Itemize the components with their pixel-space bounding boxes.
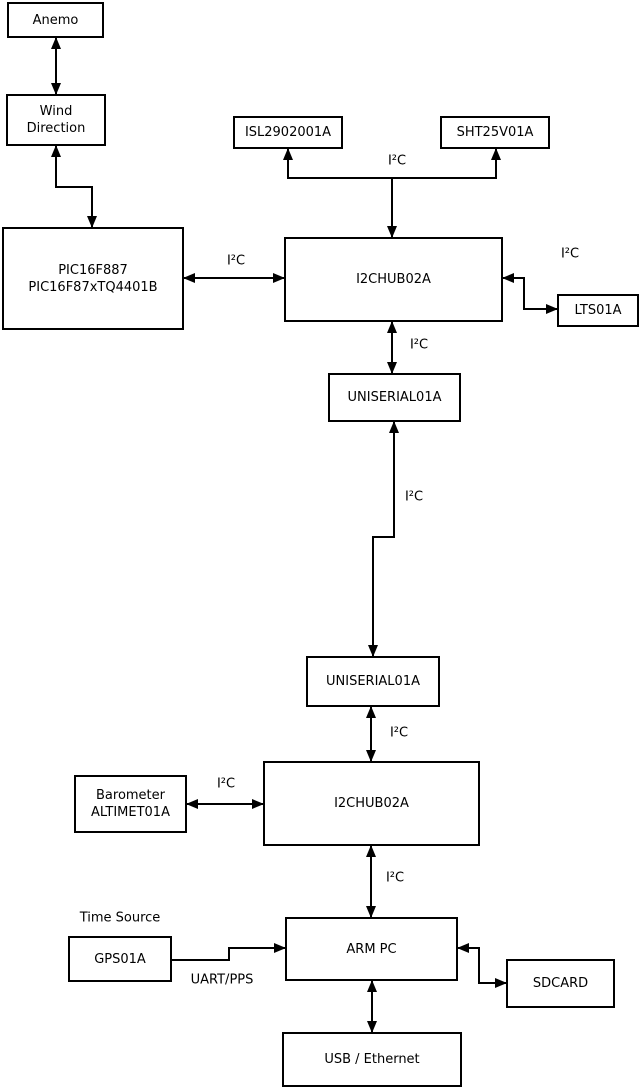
node-uniserial-lower: UNISERIAL01A — [306, 656, 440, 707]
node-label-line1: Wind — [39, 104, 73, 119]
node-label: ARM PC — [346, 941, 397, 957]
edge-label-i2c-barometer-hub: I²C — [216, 776, 236, 792]
edge-label-i2c-long-link: I²C — [404, 489, 424, 505]
node-label: I2CHUB02A — [334, 796, 409, 811]
node-isl2902001a: ISL2902001A — [233, 116, 343, 149]
node-usb-ethernet: USB / Ethernet — [282, 1032, 462, 1087]
node-label: SDCARD — [532, 976, 589, 991]
connector-arm-sdcard — [457, 943, 507, 988]
edge-label-i2c-uniserial-hub: I²C — [389, 725, 409, 741]
node-label-line2: ALTIMET01A — [91, 805, 170, 820]
node-label: I2CHUB02A — [356, 272, 431, 287]
node-label-line2: PIC16F87xTQ4401B — [28, 279, 158, 295]
node-sdcard: SDCARD — [506, 959, 615, 1008]
node-uniserial-upper: UNISERIAL01A — [328, 373, 461, 422]
node-label: ISL2902001A — [244, 125, 332, 140]
node-i2c-hub-lower: I2CHUB02A — [263, 761, 480, 846]
node-pic-microcontroller: PIC16F887 PIC16F87xTQ4401B — [2, 227, 184, 330]
node-label-line2: Direction — [26, 121, 86, 136]
connector-wind-pic — [51, 145, 97, 228]
node-anemometer: Anemo — [7, 2, 104, 38]
edge-label-i2c-sensor-bus: I²C — [387, 153, 407, 169]
node-label: UNISERIAL01A — [326, 674, 420, 689]
label-time-source: Time Source — [79, 910, 161, 926]
edge-label-i2c-hub-uniserial: I²C — [409, 337, 429, 353]
edge-label-i2c-hub-armpc: I²C — [385, 870, 405, 886]
node-arm-pc: ARM PC — [285, 917, 458, 981]
node-label: SHT25V01A — [456, 125, 534, 140]
connector-hub1-lts — [502, 273, 558, 314]
node-label: USB / Ethernet — [324, 1052, 420, 1067]
connector-uni1-uni2 — [368, 421, 399, 657]
node-sht25v01a: SHT25V01A — [440, 116, 550, 149]
node-label: UNISERIAL01A — [347, 390, 442, 405]
edge-label-i2c-hub-lts: I²C — [560, 246, 580, 262]
node-wind-direction: Wind Direction — [6, 94, 106, 146]
connector-gps-arm — [172, 943, 286, 961]
edge-label-uart-pps: UART/PPS — [190, 972, 254, 988]
node-lts01a: LTS01A — [557, 294, 639, 327]
node-label: Anemo — [32, 12, 79, 28]
node-label-line1: PIC16F887 — [58, 262, 128, 278]
edge-label-i2c-pic-hub: I²C — [226, 253, 246, 269]
node-label: GPS01A — [94, 951, 146, 967]
node-label-line1: Barometer — [96, 788, 165, 803]
node-barometer-altimet01a: Barometer ALTIMET01A — [74, 775, 187, 833]
node-label: LTS01A — [574, 303, 622, 318]
node-i2c-hub-upper: I2CHUB02A — [284, 237, 503, 322]
node-gps01a: GPS01A — [68, 936, 172, 982]
